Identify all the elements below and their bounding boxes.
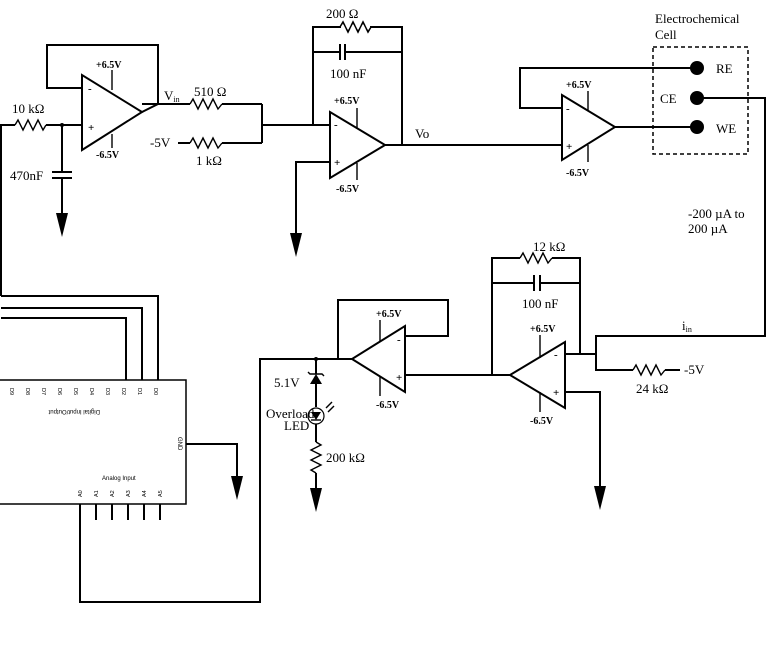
- analog-pin-a3: A3: [126, 490, 132, 497]
- resistor-510-label: 510 Ω: [194, 84, 226, 99]
- digital-pin-d0: D0: [152, 388, 158, 395]
- ground-symbol: [56, 213, 68, 237]
- opamp5-plus: +: [553, 387, 559, 399]
- ce-label: CE: [660, 91, 677, 106]
- opamp-cell-driver: - + +6.5V -6.5V: [561, 80, 617, 179]
- opamp2-minus: -: [334, 119, 338, 131]
- led-label-line2: LED: [284, 418, 309, 433]
- resistor-10k: [14, 118, 47, 132]
- analog-pin-a4: A4: [142, 490, 148, 497]
- resistor-12k-label: 12 kΩ: [533, 239, 565, 254]
- resistor-12k: [519, 251, 553, 265]
- opamp4-neg-supply: -6.5V: [376, 400, 400, 411]
- opamp3-neg-supply: -6.5V: [566, 168, 590, 179]
- opamp-control: - + +6.5V -6.5V: [329, 96, 387, 195]
- vo-label: Vo: [415, 126, 429, 141]
- zener-label: 5.1V: [274, 375, 300, 390]
- re-feedback-wire: [519, 67, 697, 109]
- opamp3-plus: +: [566, 141, 572, 153]
- resistor-24k: [632, 363, 666, 377]
- digital-pin-d3: D3: [104, 388, 110, 395]
- digital-pin-d8: D8: [24, 388, 30, 395]
- ground-symbol: [594, 486, 606, 510]
- re-label: RE: [716, 61, 733, 76]
- analog-input-label: Analog Input: [102, 476, 136, 482]
- iin-wire: [565, 97, 766, 355]
- current-range-line1: -200 µA to: [688, 206, 745, 221]
- analog-pin-a2: A2: [110, 490, 116, 497]
- opamp3-pos-supply: +6.5V: [566, 80, 592, 91]
- led-label-line1: Overload: [266, 406, 315, 421]
- gnd-pin-label: GND: [176, 437, 182, 451]
- opamp1-minus: -: [88, 83, 92, 95]
- electrochemical-cell-box: [652, 46, 749, 155]
- opamp-output-buffer: - + +6.5V -6.5V: [350, 309, 406, 411]
- analog-pin-a0: A0: [78, 490, 84, 497]
- resistor-1k-label: 1 kΩ: [196, 153, 222, 168]
- vin-label: Vin: [164, 88, 180, 104]
- offset-voltage-label: -5V: [150, 135, 171, 150]
- resistor-200-label: 200 Ω: [326, 6, 358, 21]
- we-label: WE: [716, 121, 736, 136]
- opamp2-pos-supply: +6.5V: [334, 96, 360, 107]
- opamp4-plus: +: [396, 372, 402, 384]
- capacitor-100nf-tia-label: 100 nF: [522, 296, 558, 311]
- tia-offset-voltage-label: -5V: [684, 362, 705, 377]
- capacitor-100nf-top-label: 100 nF: [330, 66, 366, 81]
- resistor-510: [189, 97, 223, 111]
- iin-label: iin: [682, 318, 692, 334]
- analog-pin-a1: A1: [94, 490, 100, 497]
- we-terminal: [690, 120, 704, 134]
- opamp5-neg-supply: -6.5V: [530, 416, 554, 427]
- analog-pin-header: A0 A1 A2 A3 A4 A5: [78, 490, 164, 520]
- opamp1-feedback-wire: [46, 44, 159, 113]
- resistor-1k: [189, 136, 223, 150]
- digital-pin-header: D9 D8 D7 D6 D5 D4 D3 D2 D1 D0: [8, 388, 158, 395]
- current-range-line2: 200 µA: [688, 221, 728, 236]
- capacitor-470nf-label: 470nF: [10, 168, 43, 183]
- opamp5-minus: -: [554, 349, 558, 361]
- opamp2-ground-wire: [295, 161, 330, 235]
- resistor-10k-label: 10 kΩ: [12, 101, 44, 116]
- arduino-board: [0, 379, 187, 505]
- opamp3-minus: -: [566, 103, 570, 115]
- digital-pin-d9: D9: [8, 388, 14, 395]
- ground-symbol: [290, 233, 302, 257]
- opamp4-minus: -: [397, 334, 401, 346]
- digital-pin-d5: D5: [72, 388, 78, 395]
- digital-pin-d1: D1: [136, 388, 142, 395]
- digital-pin-d2: D2: [120, 388, 126, 395]
- ground-symbol: [310, 488, 322, 512]
- cell-title-line1: Electrochemical: [655, 11, 740, 26]
- cell-title-line2: Cell: [655, 27, 677, 42]
- digital-pin-d6: D6: [56, 388, 62, 395]
- resistor-24k-label: 24 kΩ: [636, 381, 668, 396]
- opamp5-pos-supply: +6.5V: [530, 324, 556, 335]
- re-terminal: [690, 61, 704, 75]
- resistor-200k-label: 200 kΩ: [326, 450, 365, 465]
- opamp2-neg-supply: -6.5V: [336, 184, 360, 195]
- opamp1-pos-supply: +6.5V: [96, 60, 122, 71]
- digital-io-label: Digital Input/Output: [48, 408, 100, 414]
- opamp4-pos-supply: +6.5V: [376, 309, 402, 320]
- zener-diode: [310, 374, 322, 384]
- digital-pin-d4: D4: [88, 388, 94, 395]
- resistor-200k: [309, 441, 323, 474]
- ground-symbol: [231, 476, 243, 500]
- opamp1-plus: +: [88, 122, 94, 134]
- digital-pin-d7: D7: [40, 388, 46, 395]
- opamp-input-buffer: - + +6.5V -6.5V: [81, 60, 144, 161]
- adc-wire: [79, 358, 352, 603]
- opamp1-neg-supply: -6.5V: [96, 150, 120, 161]
- opamp-transimpedance: - + +6.5V -6.5V: [508, 324, 566, 427]
- analog-pin-a5: A5: [158, 490, 164, 497]
- opamp2-plus: +: [334, 157, 340, 169]
